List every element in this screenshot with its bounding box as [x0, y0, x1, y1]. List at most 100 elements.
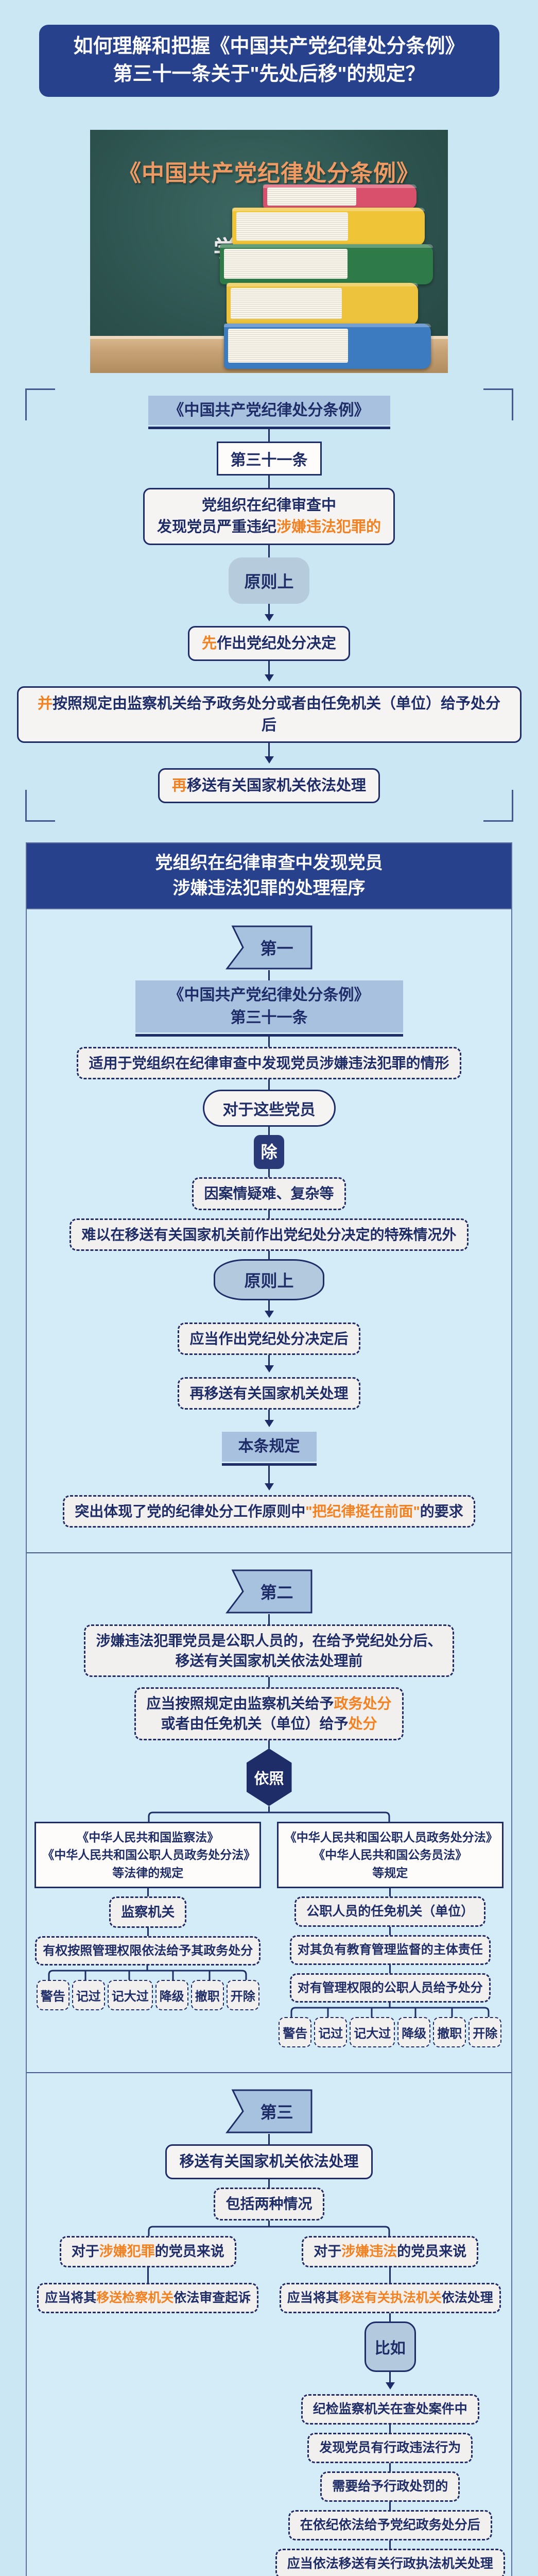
- sanction-item: 降级: [397, 2017, 431, 2048]
- highlight-suspected-illegal: 涉嫌违法: [341, 2243, 397, 2259]
- infographic-page: 如何理解和把握《中国共产党纪律处分条例》 第三十一条关于"先处后移"的规定？ 《…: [0, 25, 538, 2576]
- reason-box: 因案情疑难、复杂等: [192, 1177, 346, 1210]
- book-pages: [267, 187, 356, 206]
- arrow-connector: [268, 1300, 270, 1316]
- step-finally-box: 再移送有关国家机关依法处理: [158, 768, 380, 803]
- book-pages: [236, 212, 348, 241]
- part-one: 第一 《中国共产党纪律处分条例》 第三十一条 适用于党组织在纪律审查中发现党员涉…: [27, 909, 511, 1552]
- connector-line: [389, 1888, 391, 1897]
- special-case-box: 难以在移送有关国家机关前作出党纪处分决定的特殊情况外: [70, 1218, 468, 1251]
- highlight-discipline-first: "把纪律挺在前面": [305, 1503, 420, 1519]
- transfer-box: 再移送有关国家机关处理: [178, 1377, 360, 1410]
- connector-line: [268, 476, 270, 488]
- section-divider: [27, 2072, 511, 2074]
- sanction-item: 记大过: [107, 1980, 153, 2011]
- two-columns: 《中华人民共和国监察法》 《中华人民共和国公职人员政务处分法》 等法律的规定 监…: [27, 1821, 512, 2048]
- highlight-procuratorate: 移送检察机关: [96, 2291, 174, 2306]
- connector-line: [389, 2463, 391, 2472]
- two-cases-box: 包括两种情况: [214, 2188, 324, 2221]
- sanction-item: 记大过: [350, 2017, 395, 2048]
- column-supervisory: 《中华人民共和国监察法》 《中华人民共和国公职人员政务处分法》 等法律的规定 监…: [27, 1821, 269, 2048]
- book-yellow-1: [232, 207, 425, 246]
- multi-branch-connector: [48, 1965, 247, 1980]
- step-then-box: 并按照规定由监察机关给予政务处分或者由任免机关（单位）给予处分后: [16, 686, 522, 743]
- example-pill: 比如: [364, 2321, 416, 2372]
- highlight-suspected-crime: 涉嫌违法犯罪的: [276, 519, 381, 536]
- book-yellow-2: [227, 282, 418, 325]
- book-pages: [228, 329, 349, 363]
- connector-line: [147, 1888, 149, 1897]
- sanction-item: 撤职: [433, 2017, 466, 2048]
- flag-ribbon-icon: [225, 2089, 312, 2133]
- crime-who-box: 对于涉嫌犯罪的党员来说: [59, 2235, 236, 2268]
- connector-line: [268, 1127, 270, 1136]
- corner-bracket-top-right-icon: [483, 388, 513, 420]
- blackboard-photo: 《中国共产党纪律处分条例》 学习问答: [90, 129, 448, 373]
- double-underline: [135, 1034, 403, 1037]
- illegal-who-box: 对于涉嫌违法的党员来说: [302, 2235, 479, 2268]
- section-divider: [27, 1552, 511, 1553]
- principle-pill: 原则上: [229, 557, 309, 604]
- sanction-item: 警告: [36, 1980, 70, 2011]
- page-title-line1: 如何理解和把握《中国共产党纪律处分条例》: [73, 36, 465, 57]
- detail-panel: 党组织在纪律审查中发现党员 涉嫌违法犯罪的处理程序 第一 《中国共产党纪律处分条…: [26, 842, 512, 2576]
- panel-header: 党组织在纪律审查中发现党员 涉嫌违法犯罪的处理程序: [27, 843, 511, 910]
- column-appointing: 《中华人民共和国公职人员政务处分法》 《中华人民共和国公务员法》 等规定 公职人…: [269, 1821, 512, 2048]
- connector-line: [389, 2425, 391, 2433]
- connector-line: [389, 2540, 391, 2549]
- connector-line: [268, 1740, 270, 1749]
- connector-line: [268, 1210, 270, 1218]
- law-box-right: 《中华人民共和国公职人员政务处分法》 《中华人民共和国公务员法》 等规定: [276, 1821, 508, 1891]
- example-step-box: 需要给予行政处罚的: [320, 2471, 460, 2502]
- example-step-box: 纪检监察机关在查处案件中: [301, 2394, 479, 2425]
- discovery-box: 党组织在纪律审查中 发现党员严重违纪涉嫌违法犯罪的: [143, 488, 395, 545]
- highlight-sanction: 处分: [348, 1716, 377, 1732]
- corner-bracket-bottom-left-icon: [25, 789, 55, 822]
- flag-second: 第二: [225, 1569, 313, 1614]
- sanction-item: 开除: [226, 1980, 259, 2011]
- sanction-item: 撤职: [190, 1980, 224, 2011]
- connector-line: [268, 2134, 270, 2145]
- double-underline: [148, 427, 390, 430]
- connector-line: [147, 1927, 149, 1936]
- part-two: 第二 涉嫌违法犯罪党员是公职人员的，在给予党纪处分后、 移送有关国家机关依法处理…: [27, 1553, 511, 2072]
- connector-line: [268, 429, 270, 442]
- connector-line: [268, 970, 270, 981]
- split-connector: [148, 2220, 390, 2236]
- members-pill: 对于这些党员: [202, 1090, 336, 1127]
- connector-line: [268, 1079, 270, 1090]
- panel-header-line2: 涉嫌违法犯罪的处理程序: [172, 878, 366, 898]
- example-step-box: 发现党员有行政违法行为: [307, 2433, 473, 2464]
- flag-first: 第一: [225, 925, 313, 970]
- connector-line: [268, 1677, 270, 1688]
- connector-line: [389, 1964, 391, 1973]
- significance-box: 突出体现了党的纪律处分工作原则中"把纪律挺在前面"的要求: [63, 1495, 475, 1528]
- illegal-action-box: 应当将其移送有关执法机关依法处理: [279, 2283, 501, 2314]
- arrow-connector: [268, 603, 270, 619]
- highlight-gov-sanction: 政务处分: [334, 1696, 392, 1712]
- sanction-list: 警告 记过 记大过 降级 撤职 开除: [279, 2017, 502, 2048]
- panel-header-line1: 党组织在纪律审查中发现党员: [155, 853, 383, 873]
- decide-box: 应当作出党纪处分决定后: [178, 1322, 360, 1355]
- step-first-box: 先作出党纪处分决定: [187, 625, 351, 661]
- book-pink: [263, 184, 416, 209]
- transfer-box: 移送有关国家机关依法处理: [165, 2144, 373, 2180]
- supervisory-power-box: 有权按照管理权限依法给予其政务处分: [35, 1936, 261, 1966]
- sanction-item: 降级: [155, 1980, 188, 2011]
- connector-line: [147, 2267, 149, 2283]
- book-blue: [224, 323, 431, 369]
- supervisory-organ-box: 监察机关: [109, 1896, 187, 1928]
- connector-line: [268, 1250, 270, 1259]
- arrow-connector: [268, 1410, 270, 1426]
- book-stack: [218, 184, 435, 369]
- highlight-suspected-crime: 涉嫌犯罪: [99, 2243, 155, 2259]
- provision-banner: 本条规定: [221, 1432, 317, 1466]
- highlight-enforcement-organ: 移送有关执法机关: [338, 2291, 442, 2306]
- regulation-banner: 《中国共产党纪律处分条例》: [148, 395, 390, 430]
- sanction-item: 记过: [314, 2017, 348, 2048]
- basis-hexagon: 依照: [246, 1748, 292, 1806]
- book-green: [220, 244, 433, 284]
- sanction-list: 警告 记过 记大过 降级 撤职 开除: [36, 1980, 259, 2011]
- split-connector: [148, 1806, 390, 1822]
- appointing-organ-box: 公职人员的任免机关（单位）: [294, 1896, 486, 1927]
